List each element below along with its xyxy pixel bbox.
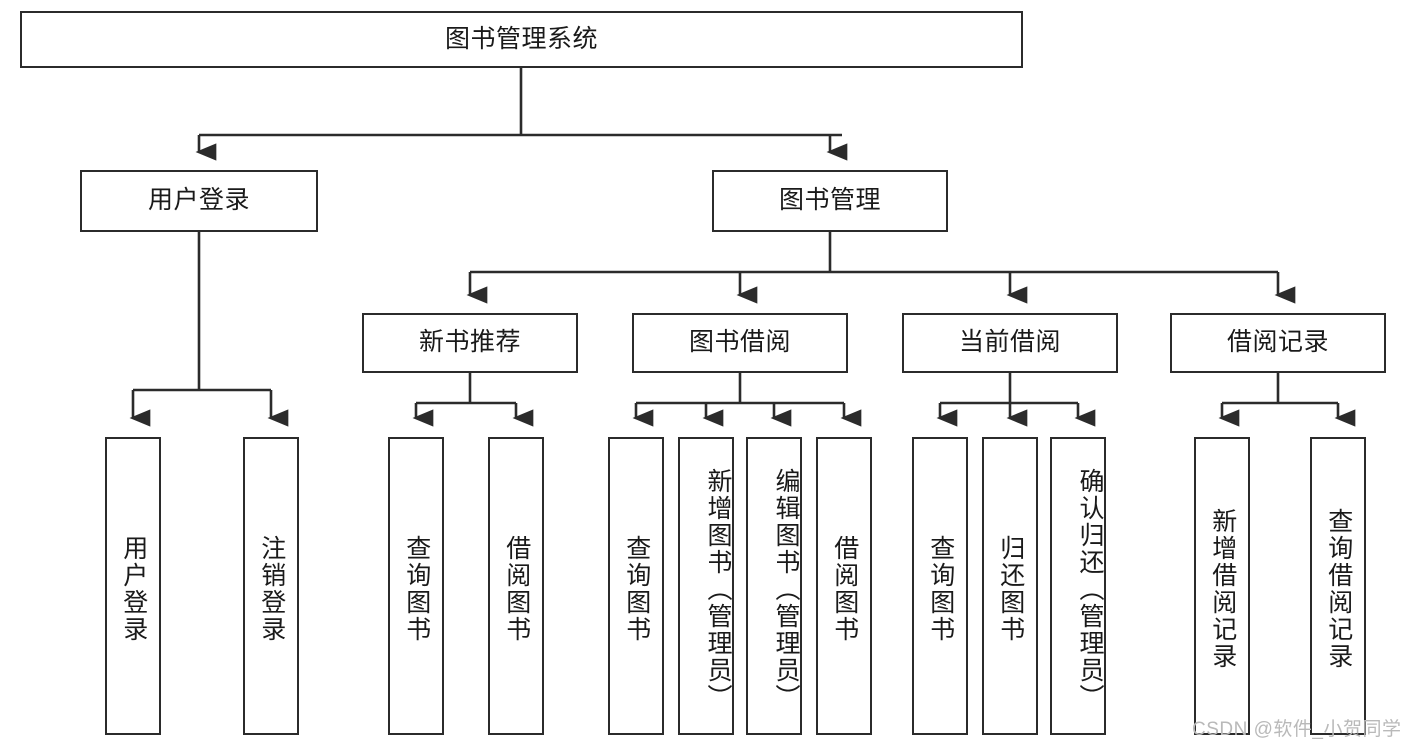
leaf-borrow-book[interactable]: 借阅图书 xyxy=(816,437,872,735)
node-label: 图书管理系统 xyxy=(444,24,598,53)
node-label: 新书推荐 xyxy=(418,328,521,357)
leaf-add-book-admin[interactable]: 新增图书（管理员） xyxy=(678,437,734,735)
node-label: 编辑图书（管理员） xyxy=(772,467,800,711)
node-label: 新增图书（管理员） xyxy=(704,467,732,711)
node-label: 借阅图书 xyxy=(502,535,531,643)
node-book-management[interactable]: 图书管理 xyxy=(712,170,948,232)
leaf-confirm-return-admin[interactable]: 确认归还（管理员） xyxy=(1050,437,1106,735)
node-label: 查询图书 xyxy=(926,535,955,643)
node-label: 新增借阅记录 xyxy=(1208,508,1237,670)
leaf-user-login[interactable]: 用户登录 xyxy=(105,437,161,735)
node-current-borrow[interactable]: 当前借阅 xyxy=(902,313,1118,373)
node-label: 查询借阅记录 xyxy=(1324,508,1353,670)
leaf-query-book-recommend[interactable]: 查询图书 xyxy=(388,437,444,735)
node-user-login[interactable]: 用户登录 xyxy=(80,170,318,232)
node-label: 当前借阅 xyxy=(958,328,1061,357)
node-label: 查询图书 xyxy=(402,535,431,643)
leaf-return-book[interactable]: 归还图书 xyxy=(982,437,1038,735)
node-label: 借阅图书 xyxy=(830,535,859,643)
leaf-logout-login[interactable]: 注销登录 xyxy=(243,437,299,735)
node-label: 归还图书 xyxy=(996,535,1025,643)
leaf-add-borrow-record[interactable]: 新增借阅记录 xyxy=(1194,437,1250,735)
node-borrow-record[interactable]: 借阅记录 xyxy=(1170,313,1386,373)
node-root-book-management-system[interactable]: 图书管理系统 xyxy=(20,11,1023,68)
node-label: 借阅记录 xyxy=(1226,328,1329,357)
node-label: 注销登录 xyxy=(257,535,286,643)
node-label: 图书借阅 xyxy=(688,328,791,357)
node-label: 用户登录 xyxy=(119,535,148,643)
node-label: 确认归还（管理员） xyxy=(1076,467,1104,711)
leaf-query-borrow-record[interactable]: 查询借阅记录 xyxy=(1310,437,1366,735)
leaf-query-book-borrow[interactable]: 查询图书 xyxy=(608,437,664,735)
node-new-book-recommend[interactable]: 新书推荐 xyxy=(362,313,578,373)
node-label: 查询图书 xyxy=(622,535,651,643)
node-label: 用户登录 xyxy=(147,186,250,215)
leaf-borrow-book-recommend[interactable]: 借阅图书 xyxy=(488,437,544,735)
node-label: 图书管理 xyxy=(778,186,881,215)
node-book-borrow[interactable]: 图书借阅 xyxy=(632,313,848,373)
leaf-edit-book-admin[interactable]: 编辑图书（管理员） xyxy=(746,437,802,735)
watermark-text: CSDN @软件_小贺同学 xyxy=(1192,719,1402,740)
leaf-query-book-current[interactable]: 查询图书 xyxy=(912,437,968,735)
